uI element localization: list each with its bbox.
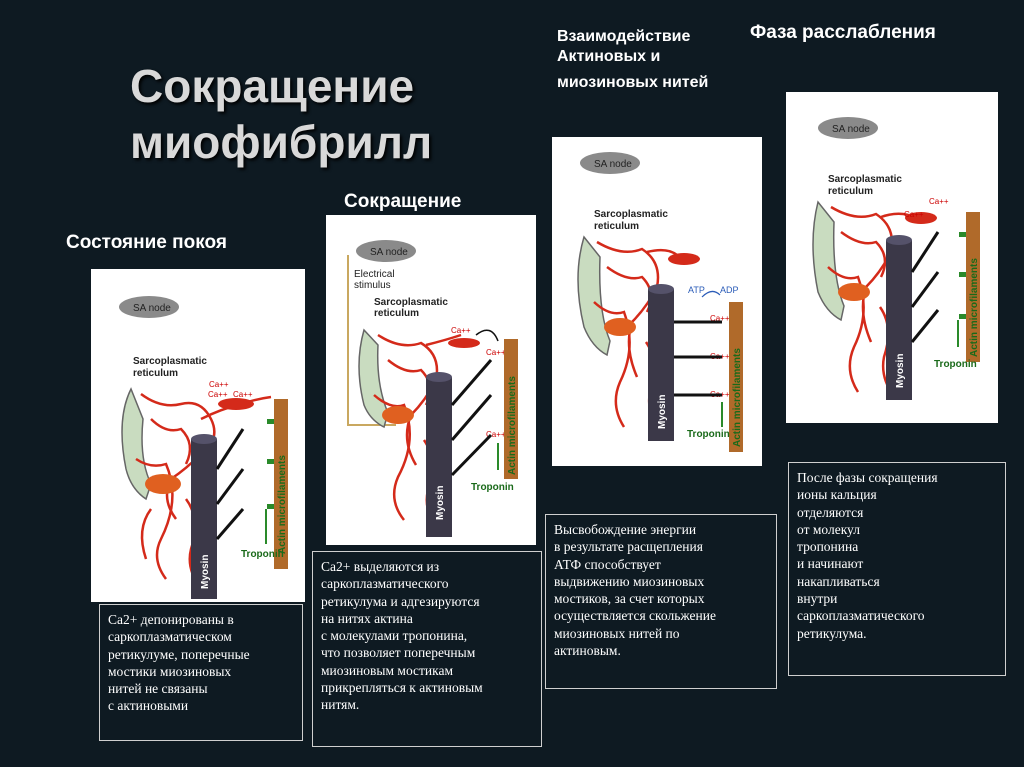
myosin-label: Myosin: [657, 395, 668, 429]
troponin-label: Troponin: [687, 429, 730, 440]
actin-label: Actin microfilaments: [732, 348, 743, 447]
sr-label-2: reticulum: [374, 308, 419, 319]
atp-arrow: [701, 290, 721, 298]
caption-rest: Ca2+ депонированы в саркоплазматическом …: [99, 604, 303, 741]
diagram-relaxation: SA node Sarcoplasmatic reticulum Ca++ Ca…: [812, 117, 980, 400]
ca-label-1: Ca++: [209, 380, 229, 389]
ca-vesicle: [668, 253, 700, 265]
atp-label: ATP: [688, 285, 705, 295]
ca-vesicle: [905, 212, 937, 224]
title-line-2: миофибрилл: [130, 116, 433, 168]
caption-interaction: Высвобождение энергии в результате расще…: [545, 514, 777, 689]
ca-store: [145, 474, 181, 494]
myosin-filament: [648, 289, 674, 441]
title-line-1: Сокращение: [130, 60, 415, 112]
diagram-contraction: SA node Electrical stimulus Sarcoplasmat…: [347, 240, 518, 537]
sr-label-2: reticulum: [594, 221, 639, 232]
sa-node-shape: [818, 117, 878, 139]
myosin-label: Myosin: [200, 555, 211, 589]
actin-label: Actin microfilaments: [277, 455, 288, 554]
stimulus-label-2: stimulus: [354, 280, 391, 291]
stage-heading-relaxation: Фаза расслабления: [750, 22, 936, 43]
ca-label-1: Ca++: [451, 326, 471, 335]
sa-node-shape: [119, 296, 179, 318]
diagram-interaction: SA node Sarcoplasmatic reticulum ATP ADP…: [577, 152, 743, 452]
myosin-filament: [426, 377, 452, 537]
sr-label-2: reticulum: [828, 186, 873, 197]
myosin-filament: [886, 240, 912, 400]
actin-label: Actin microfilaments: [969, 258, 980, 357]
stage-heading-interaction-line2: Актиновых и: [557, 48, 661, 65]
cross-bridges: [215, 428, 245, 540]
stage-heading-rest: Состояние покоя: [66, 232, 227, 253]
sr-label: Sarcoplasmatic: [374, 297, 448, 308]
ca-label-2: Ca++: [208, 390, 228, 399]
diagram-panel-contraction: SA node Electrical stimulus Sarcoplasmat…: [326, 215, 536, 545]
sa-node-label: SA node: [832, 124, 870, 135]
sa-node-label: SA node: [133, 303, 171, 314]
ca-store: [604, 318, 636, 336]
stage-heading-interaction-line1: Взаимодействие: [557, 28, 691, 45]
sa-node-label: SA node: [594, 159, 632, 170]
myosin-filament: [191, 439, 217, 599]
caption-contraction: Ca2+ выделяются из саркоплазматического …: [312, 551, 542, 747]
adp-label: ADP: [720, 285, 739, 295]
sr-label: Sarcoplasmatic: [133, 356, 207, 367]
diagram-rest: SA node Sarcoplasmatic reticulum Ca++ Ca…: [119, 296, 288, 599]
sa-node-label: SA node: [370, 247, 408, 258]
ca-label-2: Ca++: [904, 210, 924, 219]
sa-node-shape: [580, 152, 640, 174]
actin-filament: [966, 212, 980, 362]
ca-label-3: Ca++: [486, 430, 506, 439]
troponin-label: Troponin: [471, 482, 514, 493]
ca-store: [382, 406, 414, 424]
actin-filament: [274, 399, 288, 569]
ca-label-2: Ca++: [486, 348, 506, 357]
actin-label: Actin microfilaments: [507, 376, 518, 475]
actin-filament: [729, 302, 743, 452]
ca-label-1: Ca++: [710, 314, 730, 323]
sr-label-2: reticulum: [133, 368, 178, 379]
troponin-markers: [267, 419, 274, 509]
ca-label-3: Ca++: [233, 390, 253, 399]
sr-sheath: [812, 200, 845, 322]
troponin-markers: [959, 232, 966, 319]
slide-title: Сокращение миофибрилл: [130, 58, 432, 170]
troponin-label: Troponin: [934, 359, 977, 370]
sr-sheath: [577, 235, 611, 357]
diagram-panel-interaction: SA node Sarcoplasmatic reticulum ATP ADP…: [552, 137, 762, 466]
diagram-panel-rest: SA node Sarcoplasmatic reticulum Ca++ Ca…: [91, 269, 305, 602]
sr-label: Sarcoplasmatic: [594, 209, 668, 220]
ca-release-arrow: [475, 329, 499, 342]
diagram-panel-relaxation: SA node Sarcoplasmatic reticulum Ca++ Ca…: [786, 92, 998, 423]
sr-sheath: [358, 328, 389, 429]
cross-bridges: [674, 320, 722, 397]
myosin-label: Myosin: [895, 354, 906, 388]
stimulus-label-1: Electrical: [354, 269, 395, 280]
sr-label: Sarcoplasmatic: [828, 174, 902, 185]
ca-vesicle: [448, 338, 480, 348]
sa-node-shape: [356, 240, 416, 262]
sr-sheath: [121, 387, 152, 501]
ca-store: [838, 283, 870, 301]
stage-heading-interaction: Взаимодействие Актиновых и миозиновых ни…: [557, 24, 708, 96]
stage-heading-interaction-line3: миозиновых нитей: [557, 74, 709, 91]
ca-label-1: Ca++: [929, 197, 949, 206]
myosin-label: Myosin: [435, 486, 446, 520]
ca-vesicle: [218, 398, 254, 410]
actin-filament: [504, 339, 518, 479]
cross-bridges: [450, 359, 493, 477]
cross-bridges: [910, 231, 940, 343]
troponin-label: Troponin: [241, 549, 284, 560]
caption-relaxation: После фазы сокращения ионы кальция отдел…: [788, 462, 1006, 676]
stage-heading-contraction: Сокращение: [344, 191, 462, 212]
